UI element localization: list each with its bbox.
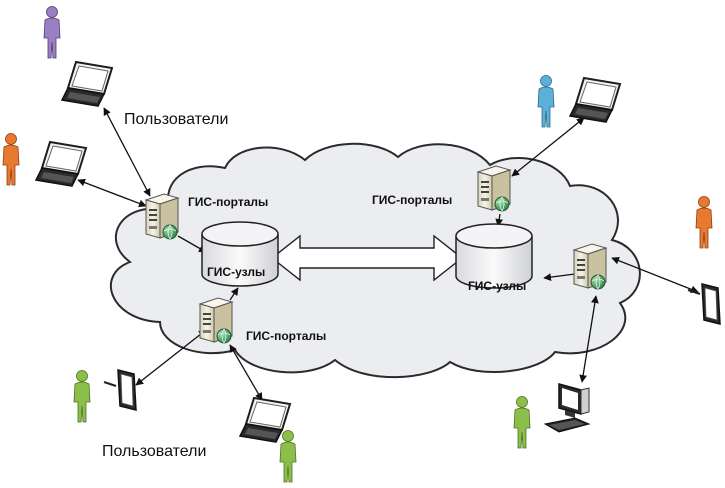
label-portals-top-right: ГИС-порталы [372,193,452,207]
person-icon [537,75,555,128]
link-server-node-right [543,273,576,281]
laptop-icon [61,61,113,107]
person-icon [279,430,297,483]
server-icon [145,193,179,240]
laptop-icon [35,141,87,187]
server-icon [199,297,233,344]
label-portals-top-left: ГИС-порталы [188,195,268,209]
person-icon [513,396,531,449]
person-icon [695,196,713,249]
desktop-computer-icon [543,383,591,433]
laptop-icon [569,77,621,123]
label-nodes-left: ГИС-узлы [207,265,265,279]
label-users-top: Пользователи [124,111,228,128]
label-portals-bottom: ГИС-порталы [246,329,326,343]
link-desktop-right [579,295,599,383]
person-icon [73,370,91,423]
label-users-bottom: Пользователи [102,443,206,460]
link-laptop-left [77,178,147,208]
tablet-icon [701,283,721,325]
server-icon [573,243,607,290]
link-tablet-right [611,256,699,294]
person-icon [2,133,20,186]
stylus-icon [103,381,117,387]
person-icon [43,6,61,59]
label-nodes-right: ГИС-узлы [468,279,526,293]
tablet-icon [117,369,137,411]
server-icon [477,165,511,212]
stylus-icon [687,289,701,295]
link-portal-node-bottom [229,287,239,301]
link-laptop-top-right [511,117,585,177]
link-tablet-bottom-left [135,329,207,386]
link-laptop-bottom [229,344,263,401]
